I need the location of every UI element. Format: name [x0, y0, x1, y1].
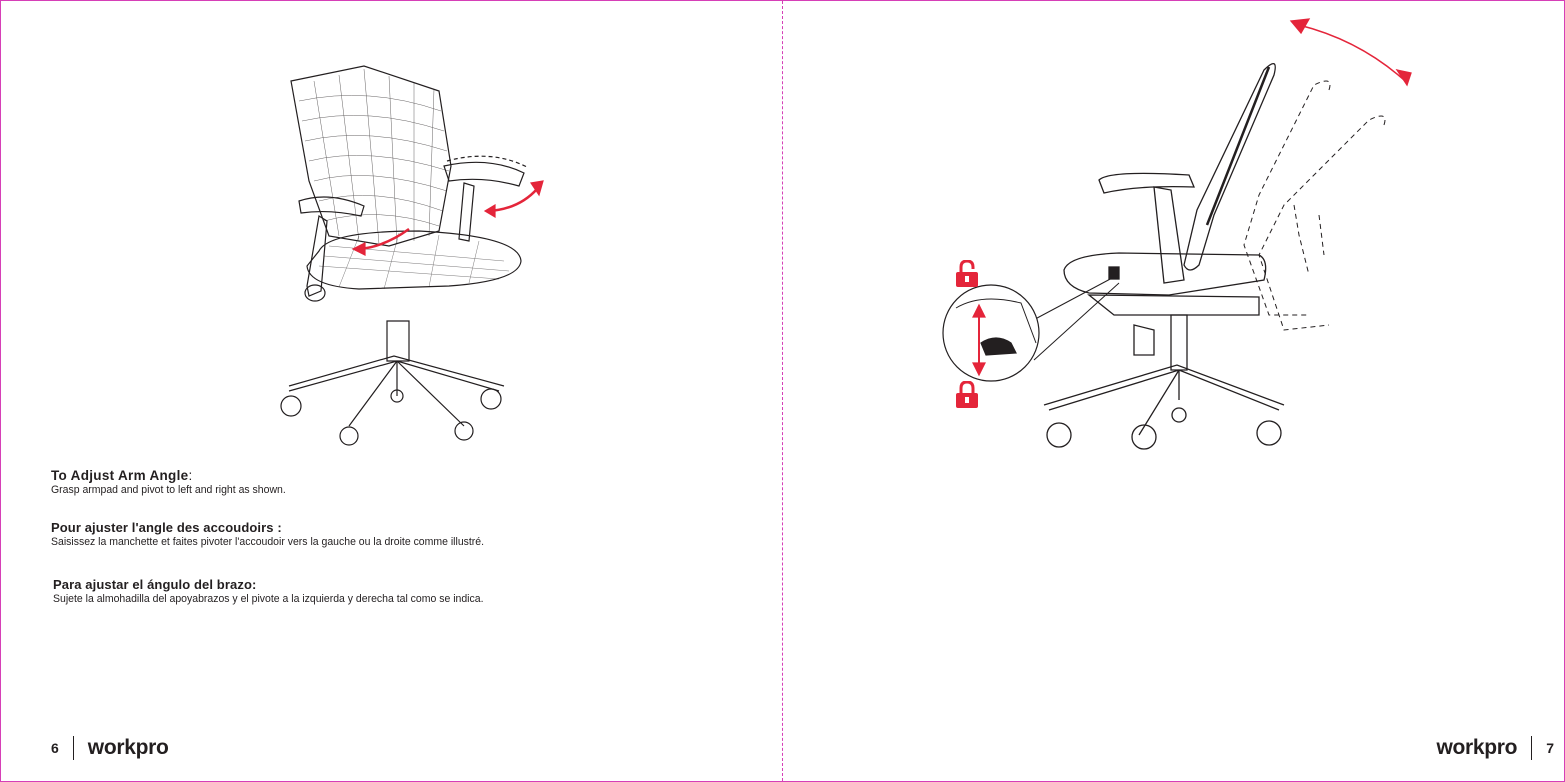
- instruction-fr-body: Saisissez la manchette et faites pivoter…: [51, 536, 485, 548]
- page-number: 7: [1546, 740, 1554, 756]
- footer-divider: [72, 736, 74, 760]
- page-left: To Adjust Arm Angle: Grasp armpad and pi…: [1, 1, 781, 781]
- footer-right: workpro 7: [1436, 734, 1554, 762]
- instruction-en: To Adjust Arm Angle: Grasp armpad and pi…: [51, 468, 751, 497]
- page-right: workpro 7: [784, 1, 1564, 781]
- unlock-icon: [954, 260, 980, 288]
- office-chair-recline-icon: [939, 15, 1419, 455]
- office-chair-arm-pivot-icon: [269, 61, 559, 456]
- instruction-fr-title: Pour ajuster l'angle des accoudoirs :: [51, 520, 282, 535]
- page-number: 6: [51, 740, 59, 756]
- instruction-es-title: Para ajustar el ángulo del brazo:: [53, 577, 257, 592]
- brand-logo: workpro: [1436, 736, 1518, 759]
- tilt-lever-icon: [980, 337, 1017, 356]
- footer-divider: [1531, 736, 1533, 760]
- brand-logo: workpro: [87, 736, 169, 759]
- instruction-fr: Pour ajuster l'angle des accoudoirs : Sa…: [51, 520, 751, 549]
- page-fold-line: [782, 1, 783, 781]
- instruction-es-body: Sujete la almohadilla del apoyabrazos y …: [53, 593, 484, 605]
- tilt-lever-zoom: [941, 283, 1041, 383]
- instruction-es: Para ajustar el ángulo del brazo: Sujete…: [53, 577, 753, 606]
- lock-icon: [954, 381, 980, 409]
- instruction-en-title: To Adjust Arm Angle:: [51, 468, 193, 483]
- instruction-en-body: Grasp armpad and pivot to left and right…: [51, 484, 286, 496]
- footer-left: 6 workpro: [51, 734, 169, 762]
